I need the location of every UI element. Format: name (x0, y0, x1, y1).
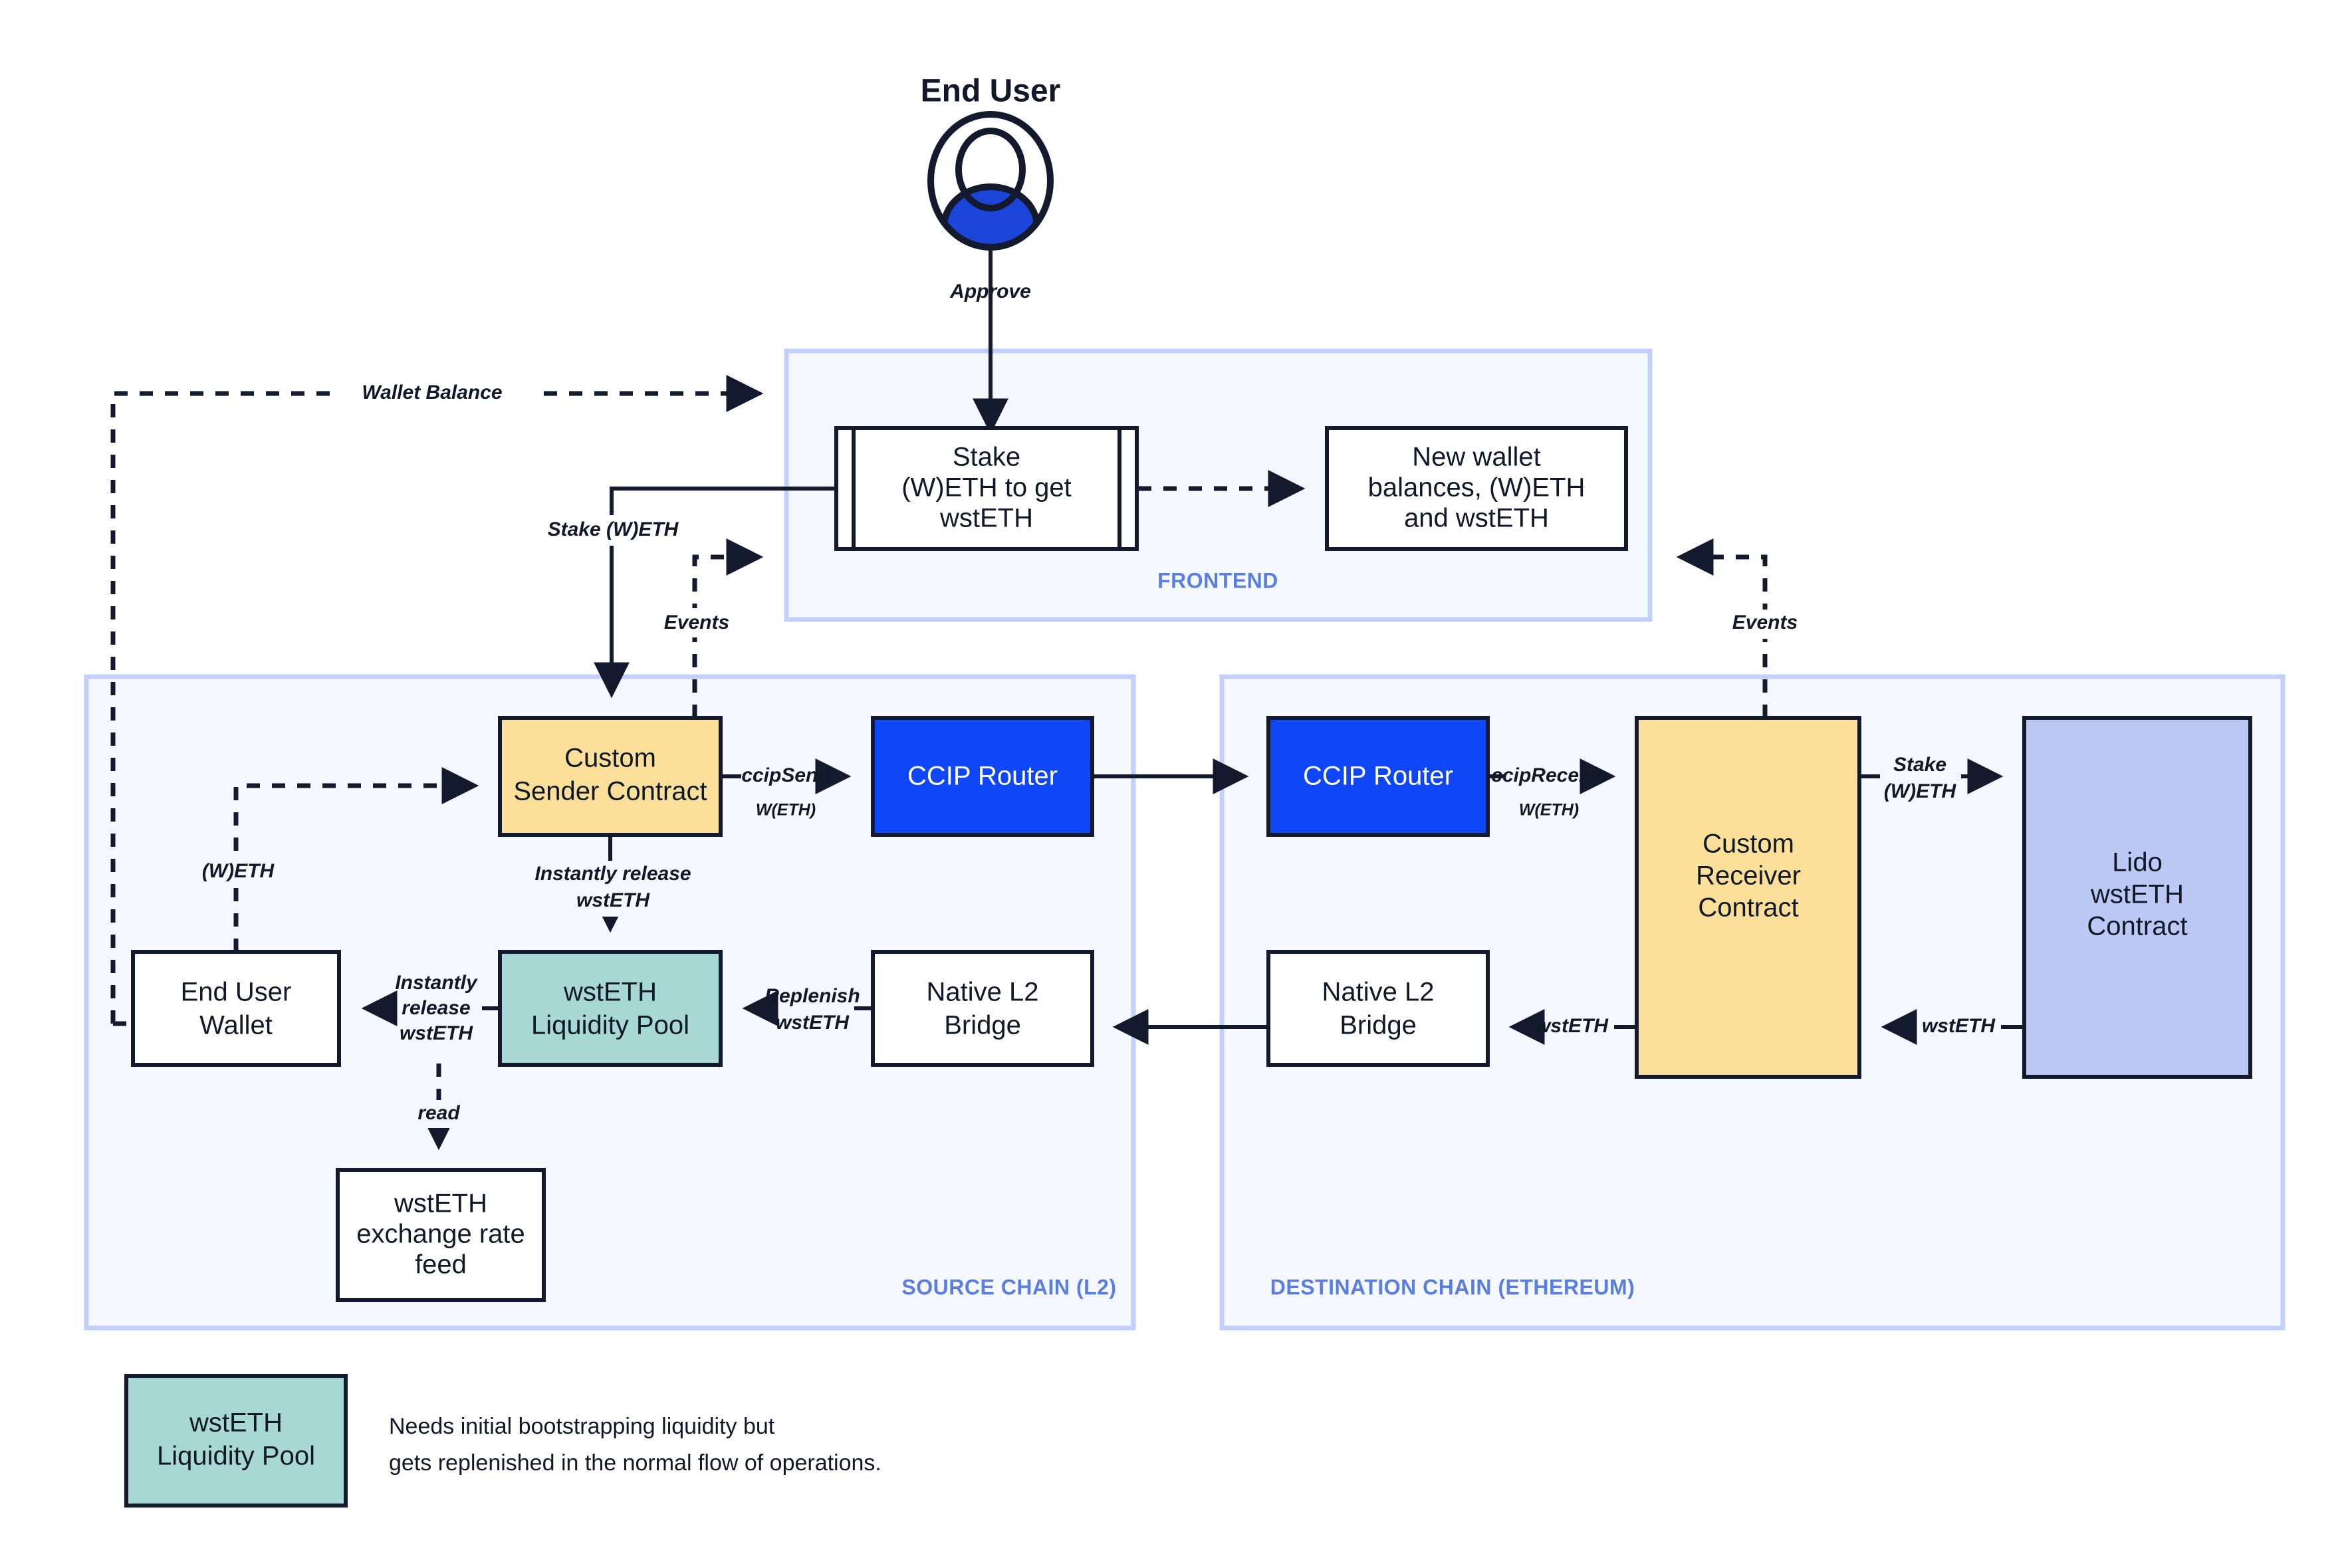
edge-stake-lido-a: Stake (1893, 754, 1946, 776)
node-pool-line2: Liquidity Pool (531, 1011, 689, 1040)
edge-stake-lido-b: (W)ETH (1884, 780, 1957, 802)
node-wsteth-exchange-rate-feed[interactable]: wstETH exchange rate feed (336, 1168, 546, 1302)
edge-weth-wallet-to-sender: (W)ETH (193, 767, 479, 952)
node-bridge-src-line1: Native L2 (927, 978, 1039, 1007)
node-bridge-dst-line1: Native L2 (1322, 978, 1435, 1007)
node-new-balances-line2: balances, (W)ETH (1368, 473, 1585, 503)
node-feed-line2: exchange rate (356, 1220, 525, 1249)
edge-instantly-release-wallet: Instantly release wstETH (361, 972, 500, 1044)
node-end-user-wallet[interactable]: End User Wallet (131, 950, 341, 1067)
node-receiver-line2: Receiver (1696, 861, 1801, 891)
node-stake-form-line2: (W)ETH to get (901, 473, 1072, 503)
edge-events-left: Events (648, 538, 764, 718)
edge-ccipreceive-label: ccipReceive (1491, 764, 1606, 786)
node-sender-line1: Custom (564, 744, 656, 773)
end-user-actor: End User (921, 74, 1061, 251)
legend-note-line2: gets replenished in the normal flow of o… (389, 1450, 881, 1476)
edge-wallet-balance-text: Wallet Balance (362, 382, 502, 403)
node-ccip-router-source[interactable]: CCIP Router (871, 716, 1094, 837)
legend-swatch-line1: wstETH (189, 1408, 283, 1438)
edge-ccipreceive-sub: W(ETH) (1519, 801, 1579, 820)
node-lido-line2: wstETH (2090, 880, 2184, 909)
zone-destination-chain-label: DESTINATION CHAIN (ETHEREUM) (1270, 1275, 1635, 1299)
node-stake-form[interactable]: Stake (W)ETH to get wstETH (834, 426, 1139, 551)
node-ccip-router-dst-label: CCIP Router (1303, 762, 1453, 791)
edge-replenish-a: Replenish (764, 985, 860, 1007)
node-lido-wsteth-contract[interactable]: Lido wstETH Contract (2022, 716, 2252, 1079)
node-custom-sender-contract[interactable]: Custom Sender Contract (498, 716, 723, 837)
node-receiver-line1: Custom (1702, 830, 1794, 859)
edge-read-label: read (417, 1102, 460, 1124)
edge-ccipreceive: ccipReceive W(ETH) (1488, 758, 1616, 820)
node-wallet-line1: End User (181, 978, 292, 1007)
node-bridge-dst-line2: Bridge (1340, 1011, 1417, 1040)
edge-wsteth-lido-label: wstETH (1922, 1015, 1996, 1037)
edge-stake-weth: Stake (W)ETH (532, 487, 836, 699)
node-stake-form-line3: wstETH (939, 504, 1033, 533)
node-ccip-router-src-label: CCIP Router (907, 762, 1058, 791)
edge-approve-label: Approve (949, 280, 1031, 302)
edge-instantly-release-2a: Instantly (395, 972, 478, 994)
node-native-l2-bridge-destination[interactable]: Native L2 Bridge (1266, 950, 1490, 1067)
node-wsteth-liquidity-pool[interactable]: wstETH Liquidity Pool (498, 950, 723, 1067)
edge-approve: Approve (949, 247, 1031, 435)
edge-wsteth-bridge-label: wstETH (1535, 1015, 1609, 1037)
node-new-balances-line3: and wstETH (1404, 504, 1549, 533)
end-user-title: End User (921, 74, 1061, 109)
node-custom-receiver-contract[interactable]: Custom Receiver Contract (1635, 716, 1861, 1079)
edge-events-right: Events (1676, 538, 1815, 718)
legend-swatch-line2: Liquidity Pool (157, 1442, 315, 1471)
edge-replenish-b: wstETH (776, 1012, 850, 1034)
edge-replenish-wsteth: Replenish wstETH (742, 985, 873, 1034)
node-feed-line1: wstETH (394, 1189, 487, 1218)
edge-ccipsend-label: ccipSend (741, 764, 830, 786)
node-native-l2-bridge-source[interactable]: Native L2 Bridge (871, 950, 1094, 1067)
node-sender-line2: Sender Contract (513, 777, 707, 806)
node-bridge-src-line2: Bridge (944, 1011, 1021, 1040)
edge-weth-label: (W)ETH (202, 860, 275, 882)
node-wallet-line2: Wallet (199, 1011, 273, 1040)
node-new-balances-line1: New wallet (1412, 443, 1540, 472)
node-pool-line1: wstETH (563, 978, 657, 1007)
edge-instantly-release-1b: wstETH (576, 889, 650, 911)
node-ccip-router-destination[interactable]: CCIP Router (1266, 716, 1490, 837)
edge-instantly-release-pool: Instantly release wstETH (532, 835, 698, 933)
legend: wstETH Liquidity Pool Needs initial boot… (124, 1374, 881, 1508)
edge-wsteth-receiver-to-bridge: wstETH (1508, 1009, 1637, 1045)
edge-ccipsend: ccipSend W(ETH) (721, 758, 852, 820)
node-stake-form-line1: Stake (953, 443, 1020, 472)
edge-instantly-release-2c: wstETH (400, 1022, 473, 1044)
edge-instantly-release-2b: release (402, 997, 470, 1019)
user-avatar-icon (927, 111, 1054, 251)
edge-instantly-release-1a: Instantly release (534, 863, 691, 885)
edge-stake-weth-lido: Stake (W)ETH (1859, 754, 2004, 802)
node-lido-line1: Lido (2112, 848, 2163, 877)
edge-events-right-label: Events (1732, 612, 1798, 633)
edge-stake-weth-label: Stake (W)ETH (548, 518, 679, 540)
edge-wsteth-lido-to-receiver: wstETH (1881, 1009, 2024, 1045)
zone-frontend-label: FRONTEND (1157, 568, 1278, 592)
node-feed-line3: feed (415, 1250, 467, 1280)
node-receiver-line3: Contract (1698, 893, 1798, 923)
node-lido-line3: Contract (2087, 912, 2187, 941)
edge-read-rate-feed: read (399, 1064, 482, 1151)
edge-ccipsend-sub: W(ETH) (756, 801, 816, 820)
node-new-wallet-balances[interactable]: New wallet balances, (W)ETH and wstETH (1325, 426, 1628, 551)
zone-source-chain-label: SOURCE CHAIN (L2) (901, 1275, 1116, 1299)
legend-note-line1: Needs initial bootstrapping liquidity bu… (389, 1414, 775, 1439)
edge-events-left-label: Events (664, 612, 729, 633)
